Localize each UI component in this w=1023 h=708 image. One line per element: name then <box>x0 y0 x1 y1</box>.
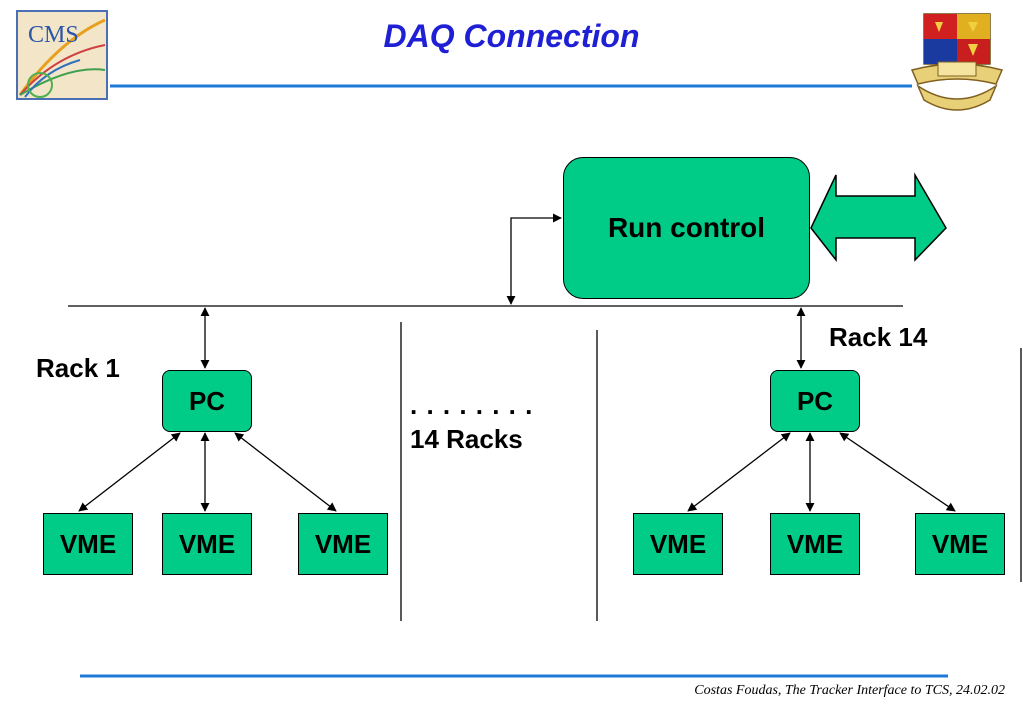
pc-to-vme-arrow <box>687 432 791 512</box>
run-control-link-arrow <box>506 213 562 305</box>
college-crest-logo <box>910 13 1004 111</box>
vme-box: VME <box>770 513 860 575</box>
pc-box-rack-1: PC <box>162 370 252 432</box>
vme-box: VME <box>633 513 723 575</box>
cms-logo: CMS <box>16 10 108 100</box>
slide-title: DAQ Connection <box>383 18 640 54</box>
footer-credit: Costas Foudas, The Tracker Interface to … <box>694 683 1005 698</box>
vme-box: VME <box>162 513 252 575</box>
external-double-arrow <box>810 172 947 263</box>
vme-box: VME <box>915 513 1005 575</box>
rack-ellipsis: . . . . . . . . <box>410 390 534 420</box>
run-control-box: Run control <box>563 157 810 299</box>
rack-1-label: Rack 1 <box>36 353 120 383</box>
pc-to-vme-arrow <box>234 432 337 512</box>
rack-14-label: Rack 14 <box>829 322 928 352</box>
pc-box-rack-14: PC <box>770 370 860 432</box>
pc-to-vme-arrow <box>78 432 181 512</box>
racks-count-caption: 14 Racks <box>410 424 523 454</box>
pc-to-vme-arrow <box>839 432 956 512</box>
svg-text:CMS: CMS <box>28 22 79 48</box>
vme-box: VME <box>298 513 388 575</box>
vme-box: VME <box>43 513 133 575</box>
